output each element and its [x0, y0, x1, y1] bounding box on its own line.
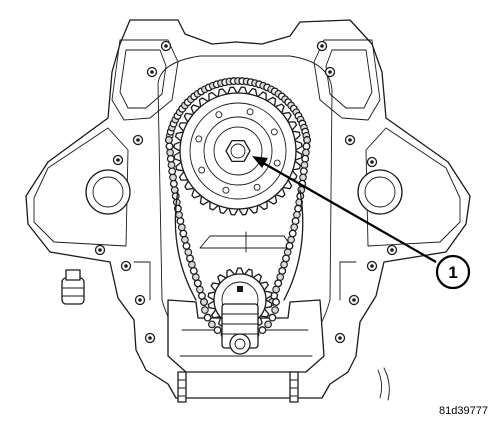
bolt-hole-center [370, 264, 374, 268]
crankshaft-sprocket [207, 267, 273, 355]
chain-guide-left [174, 189, 197, 301]
chain-link [165, 136, 173, 144]
bolt-hole-center [352, 298, 356, 302]
chain-link [179, 229, 188, 238]
bolt-hole-center [116, 158, 120, 162]
chain-link [288, 229, 297, 238]
cam-sprocket-holes [195, 108, 281, 194]
callout-arrowhead [252, 156, 268, 168]
chain-link [303, 136, 311, 144]
callout-circle [435, 254, 471, 290]
chain-link [302, 148, 310, 157]
sprocket-hole [246, 108, 254, 116]
chain-link [197, 291, 206, 300]
timing-chain [164, 77, 312, 342]
chain-link [189, 266, 198, 275]
bolt-hole-center [370, 160, 374, 164]
bolt-hole-center [320, 44, 324, 48]
bolt-hole-center [390, 248, 394, 252]
bolt-hole-center [164, 44, 168, 48]
callout-leader-line [257, 159, 437, 263]
callout-1: 1 [252, 156, 471, 290]
chain-link [290, 223, 299, 232]
chain-link [181, 235, 189, 244]
bolt-hole-center [328, 70, 332, 74]
chain-link [272, 285, 280, 294]
chain-link [169, 179, 178, 188]
chain-link [282, 254, 290, 263]
sprocket-hole [198, 166, 206, 174]
chain-link [203, 313, 212, 322]
chain-link [175, 210, 183, 219]
chain-link [193, 279, 202, 288]
chain-link [258, 326, 267, 335]
chain-link [297, 186, 306, 194]
chain-link [271, 306, 279, 314]
chain-link [176, 217, 185, 225]
chain-guide-right [283, 189, 304, 301]
chain-link [201, 306, 209, 314]
callout-number: 1 [448, 263, 457, 282]
chain-link [274, 279, 283, 288]
chain-link [166, 154, 175, 163]
chain-link [278, 266, 287, 275]
chain-link [268, 313, 277, 322]
chain-link [291, 217, 300, 225]
chain-link [287, 235, 295, 244]
chain-link [272, 298, 280, 306]
bolt-hole-center [98, 248, 102, 252]
sprocket-hole [253, 183, 261, 191]
sprocket-hole [215, 111, 223, 119]
chain-link [294, 204, 303, 213]
chain-link [168, 167, 177, 176]
bolt-hole-center [348, 138, 352, 142]
chain-link [184, 248, 193, 257]
camshaft-sprocket [173, 86, 303, 216]
bolt-hole-center [338, 336, 342, 340]
bolt-holes [94, 40, 398, 344]
chain-link [285, 241, 294, 250]
chain-link [299, 173, 307, 182]
chain-link [300, 161, 309, 169]
bolt-hole-center [136, 138, 140, 142]
chain-link [301, 154, 310, 163]
sprocket-hole [222, 186, 230, 194]
sprocket-hole [195, 135, 203, 143]
chain-link [167, 161, 176, 169]
chain-link [280, 260, 288, 269]
sprocket-hole [270, 128, 278, 136]
chain-link [213, 326, 222, 335]
chain-link [264, 320, 272, 329]
sprocket-hole [273, 159, 281, 167]
figure-id: 81d39777 [439, 405, 488, 417]
chain-link [293, 210, 301, 219]
camshaft-sprocket-bolt [225, 139, 251, 163]
chain-link [165, 142, 174, 151]
chain-link [299, 167, 308, 176]
bolt-hole-center [138, 298, 142, 302]
chain-link [302, 142, 311, 151]
chain-link [177, 223, 186, 232]
bolt-hole-center [124, 264, 128, 268]
bolt-hole-center [150, 70, 154, 74]
chain-link [208, 320, 216, 329]
bolt-hole-center [148, 336, 152, 340]
chain-link [182, 241, 191, 250]
chain-link [169, 173, 177, 182]
chain-link [186, 254, 194, 263]
